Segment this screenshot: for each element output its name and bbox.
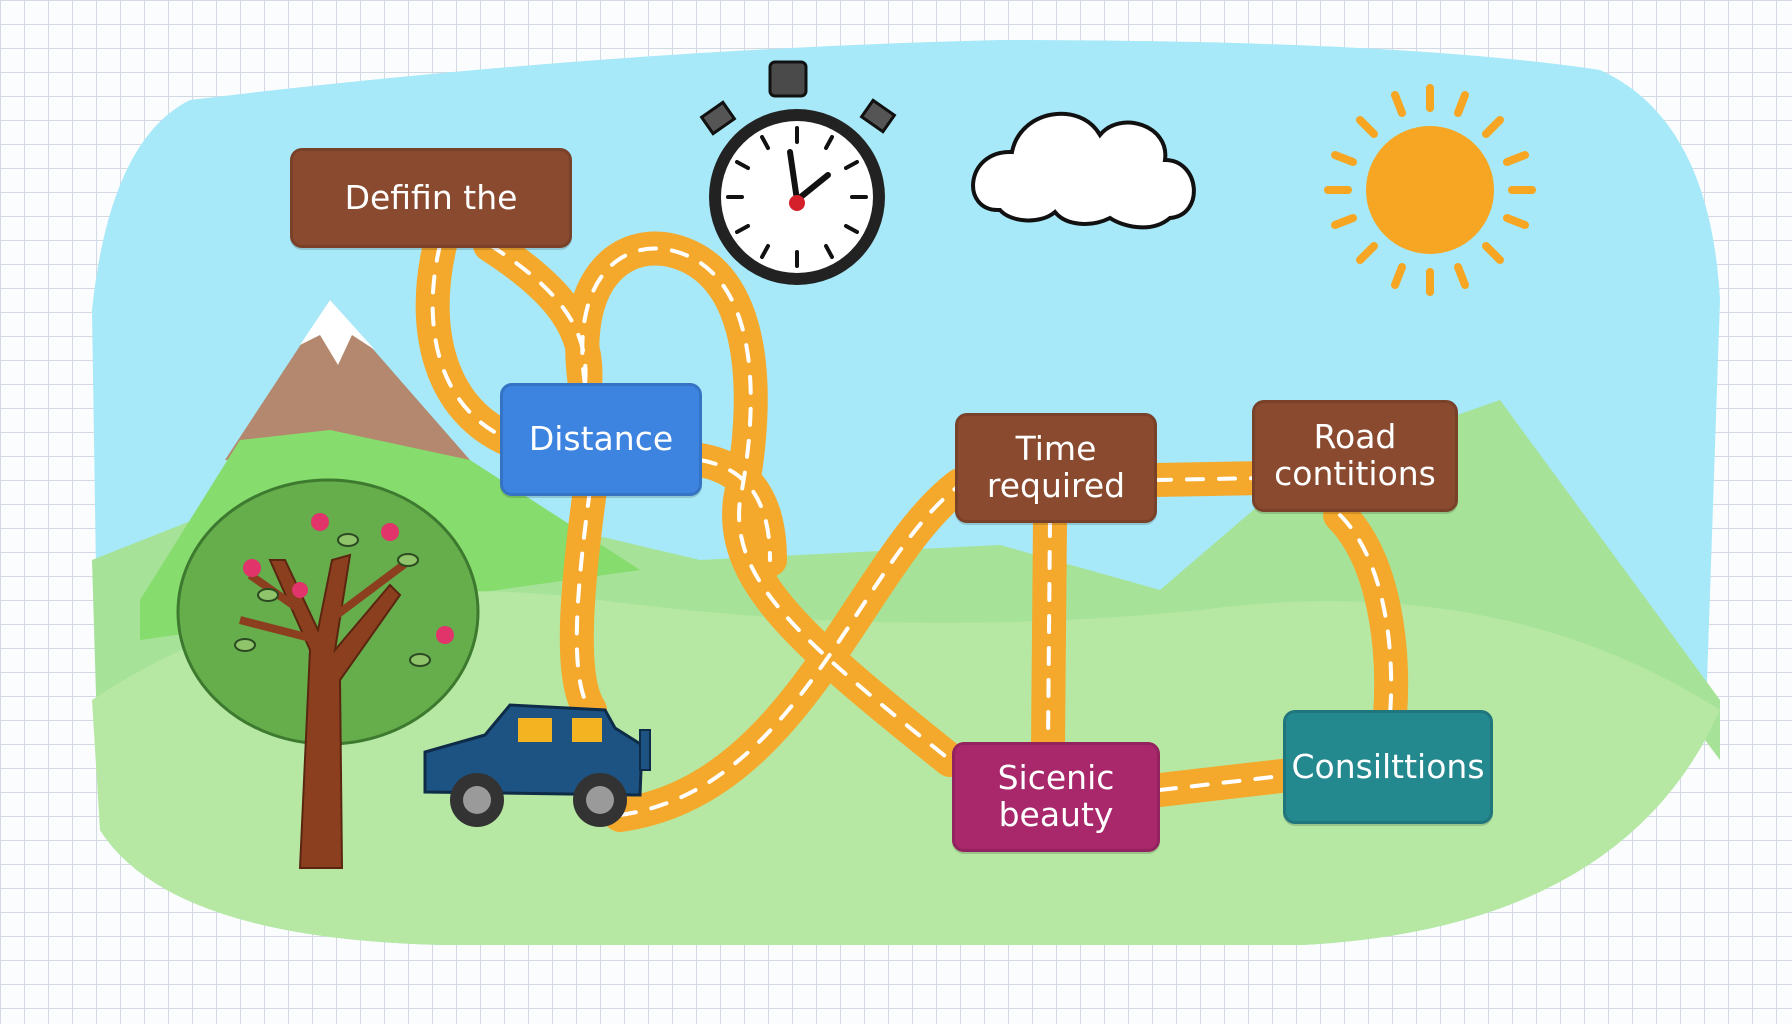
tree-icon <box>176 478 480 869</box>
label-conditions: Consilttions <box>1283 710 1493 824</box>
label-road-conditions: Road contitions <box>1252 400 1458 512</box>
label-time-required: Time required <box>955 413 1157 523</box>
sun-icon <box>1324 84 1536 296</box>
car-icon <box>423 703 651 827</box>
road-network <box>415 228 1409 832</box>
stopwatch-icon <box>699 60 897 285</box>
label-scenic-beauty: Sicenic beauty <box>952 742 1160 852</box>
label-distance: Distance <box>500 383 702 496</box>
front-hills <box>92 591 1720 945</box>
cloud-icon <box>971 111 1196 230</box>
label-define: Defifin the <box>290 148 572 248</box>
